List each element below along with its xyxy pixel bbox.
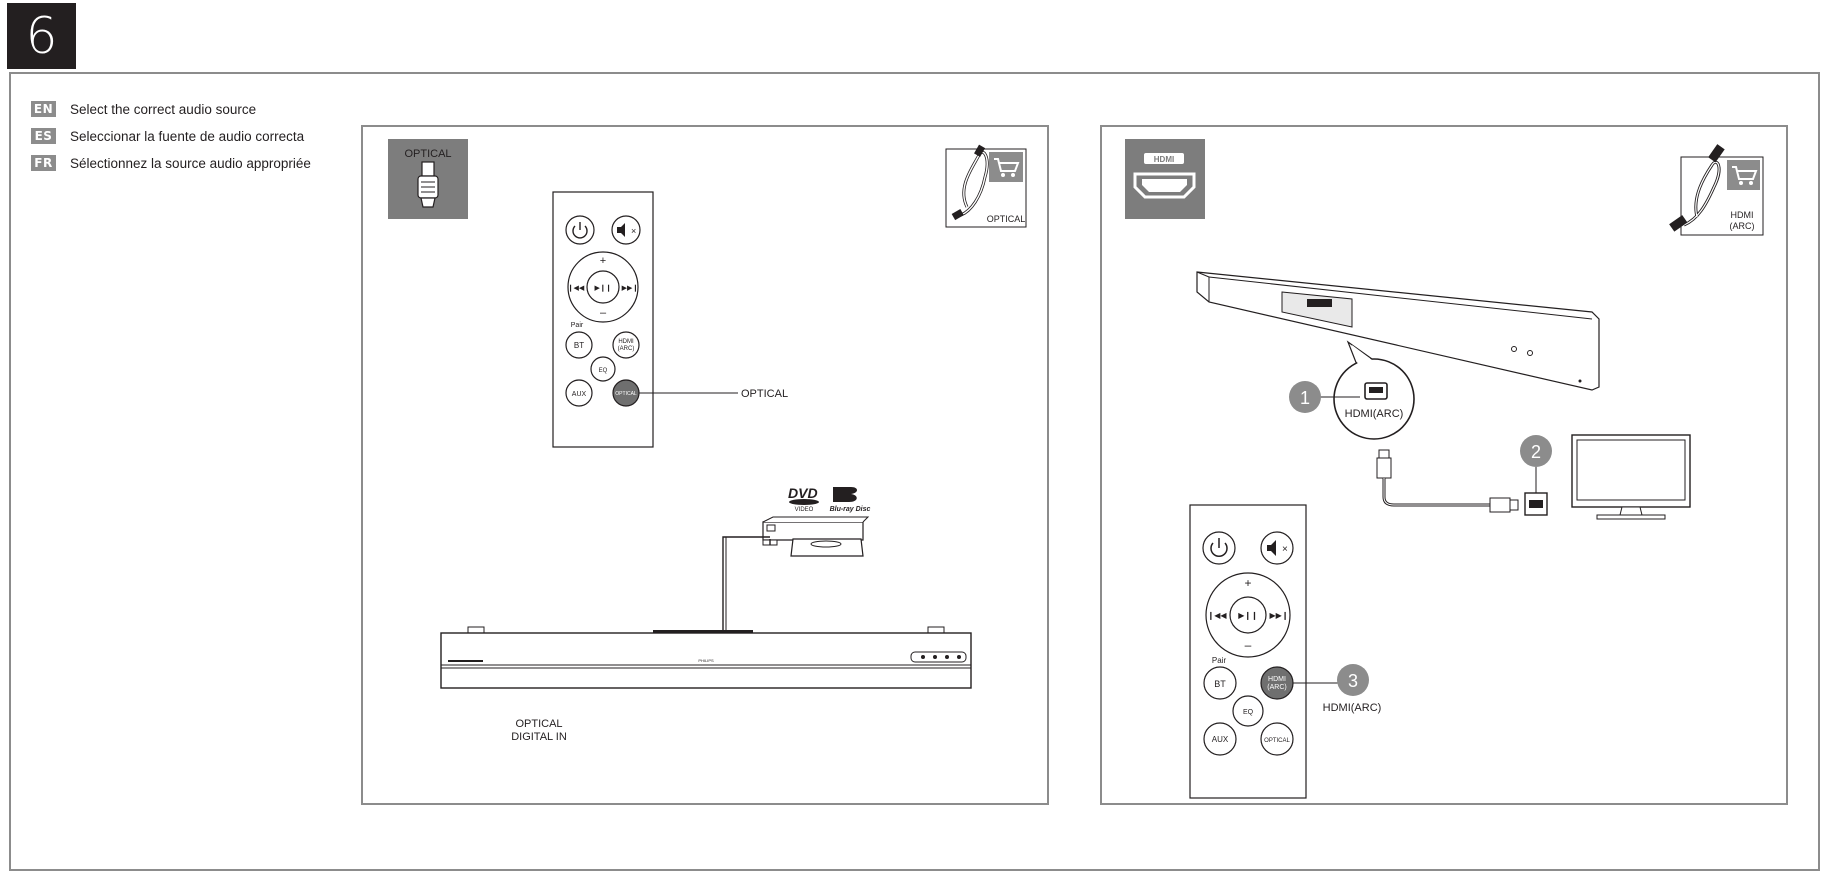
outer-frame: [9, 72, 1820, 871]
dvd-logo-text: DVD: [788, 485, 818, 501]
previous-icon: ❙◀◀: [568, 284, 585, 292]
volume-down-label: –: [600, 307, 607, 319]
optical-callout-label: OPTICAL: [741, 388, 788, 400]
svg-text:×: ×: [631, 226, 636, 236]
optical-badge: OPTICAL: [388, 139, 468, 219]
optical-button-highlighted: OPTICAL: [612, 379, 640, 407]
hdmi-arc-button-highlighted: HDMI (ARC): [1260, 666, 1294, 700]
optical-button: OPTICAL: [1260, 722, 1294, 756]
hdmi-connection-panel: HDMI HDMI (ARC): [1100, 125, 1788, 805]
navigation-ring: + – ▶❙❙ ❙◀◀ ▶▶❙: [1205, 572, 1291, 658]
bluray-logo: Blu-ray Disc: [830, 487, 871, 513]
pair-label: Pair: [1212, 656, 1227, 665]
step-2-marker: 2: [1520, 435, 1552, 467]
remote-hdmi-callout-label: HDMI(ARC): [1323, 702, 1382, 714]
instruction-text-fr: Sélectionnez la source audio appropriée: [70, 155, 311, 171]
hdmi-badge: HDMI: [1125, 139, 1205, 219]
cart-icon: [1732, 166, 1758, 185]
hdmi-label-line1: HDMI: [1268, 676, 1286, 683]
optical-cable-line: [722, 536, 771, 632]
optical-plug-icon: [417, 161, 439, 208]
hdmi-cable-accessory: HDMI (ARC): [1669, 144, 1764, 236]
hdmi-badge-label: HDMI: [1154, 155, 1174, 164]
volume-down-label: –: [1245, 638, 1252, 652]
optical-cable-accessory: OPTICAL: [945, 144, 1027, 228]
svg-text:×: ×: [1282, 544, 1288, 555]
play-pause-icon: ▶❙❙: [1238, 611, 1258, 620]
tv-hdmi-port: [1524, 492, 1548, 516]
hdmi-port-icon: [1133, 172, 1196, 199]
hdmi-arc-port-magnifier: HDMI(ARC): [1333, 340, 1415, 440]
aux-button: AUX: [1203, 722, 1237, 756]
step-1-number: 1: [1300, 388, 1310, 408]
bt-button: BT: [1203, 666, 1237, 700]
optical-port-label-line1: OPTICAL: [515, 718, 562, 730]
language-code-es: ES: [31, 128, 56, 144]
instruction-en: EN Select the correct audio source: [31, 100, 256, 118]
mute-button: ×: [1260, 531, 1294, 565]
optical-badge-label: OPTICAL: [404, 148, 451, 160]
bt-label: BT: [574, 341, 584, 350]
mute-button: ×: [611, 215, 641, 245]
dvd-logo: DVD VIDEO: [788, 485, 819, 513]
soundbar-brand: PHILIPS: [698, 658, 714, 663]
hdmi-cable-label-line1: HDMI: [1731, 210, 1754, 220]
step-number-badge: 6: [7, 3, 76, 69]
bluray-logo-text: Blu-ray Disc: [830, 506, 871, 513]
power-button: [1202, 531, 1236, 565]
next-icon: ▶▶❙: [622, 284, 639, 292]
bt-label: BT: [1214, 679, 1226, 689]
remote-control: × + – ▶❙❙ ❙◀◀ ▶▶❙ Pair BT HDMI (ARC): [552, 191, 654, 448]
optical-cable-label: OPTICAL: [987, 214, 1026, 224]
pair-label: Pair: [571, 322, 584, 329]
optical-panel-illustration: OPTICAL OPTICAL: [388, 139, 1027, 743]
remote-control: × + – ▶❙❙ ❙◀◀ ▶▶❙ Pair BT HDMI (ARC): [1189, 504, 1307, 799]
optical-button-label: OPTICAL: [615, 391, 637, 397]
step-3-number: 3: [1348, 671, 1358, 691]
aux-label: AUX: [572, 391, 587, 398]
instruction-fr: FR Sélectionnez la source audio appropri…: [31, 154, 311, 172]
tv-icon: [1571, 434, 1691, 520]
step-1-marker: 1: [1289, 381, 1321, 413]
hdmi-cable: [1376, 449, 1519, 513]
hdmi-label-line2: (ARC): [618, 346, 635, 352]
navigation-ring: + – ▶❙❙ ❙◀◀ ▶▶❙: [567, 251, 639, 323]
optical-cable-line-inner: [725, 536, 770, 632]
step-3-marker: 3: [1337, 664, 1369, 696]
bt-button: BT: [565, 331, 593, 359]
eq-button: EQ: [1232, 695, 1264, 727]
eq-button: EQ: [590, 356, 616, 382]
optical-button-label: OPTICAL: [1264, 738, 1290, 744]
cart-icon: [994, 158, 1020, 177]
step-2-number: 2: [1531, 442, 1541, 462]
eq-label: EQ: [599, 368, 608, 374]
volume-up-label: +: [600, 255, 606, 267]
soundbar-front: PHILIPS: [440, 626, 972, 689]
play-pause-icon: ▶❙❙: [594, 284, 611, 292]
hdmi-panel-illustration: HDMI HDMI (ARC): [1125, 139, 1764, 799]
optical-connection-panel: OPTICAL OPTICAL: [361, 125, 1049, 805]
dvd-video-text: VIDEO: [795, 507, 814, 513]
dvd-player: [762, 516, 870, 557]
eq-label: EQ: [1243, 709, 1254, 716]
optical-port-label-line2: DIGITAL IN: [511, 731, 567, 743]
hdmi-arc-button: HDMI (ARC): [612, 331, 640, 359]
soundbar-rear: [1196, 271, 1600, 391]
next-icon: ▶▶❙: [1269, 611, 1288, 620]
previous-icon: ❙◀◀: [1207, 611, 1227, 620]
language-code-fr: FR: [31, 155, 56, 171]
hdmi-cable-label-line2: (ARC): [1730, 221, 1755, 231]
hdmi-arc-port-label: HDMI(ARC): [1345, 408, 1404, 420]
hdmi-label-line1: HDMI: [618, 339, 634, 345]
hdmi-label-line2: (ARC): [1267, 684, 1286, 691]
aux-button: AUX: [565, 379, 593, 407]
power-button: [565, 215, 595, 245]
aux-label: AUX: [1212, 735, 1229, 744]
instruction-text-es: Seleccionar la fuente de audio correcta: [70, 128, 305, 144]
language-code-en: EN: [31, 101, 56, 117]
volume-up-label: +: [1244, 576, 1251, 590]
instruction-text-en: Select the correct audio source: [70, 101, 257, 117]
instruction-es: ES Seleccionar la fuente de audio correc…: [31, 127, 304, 145]
